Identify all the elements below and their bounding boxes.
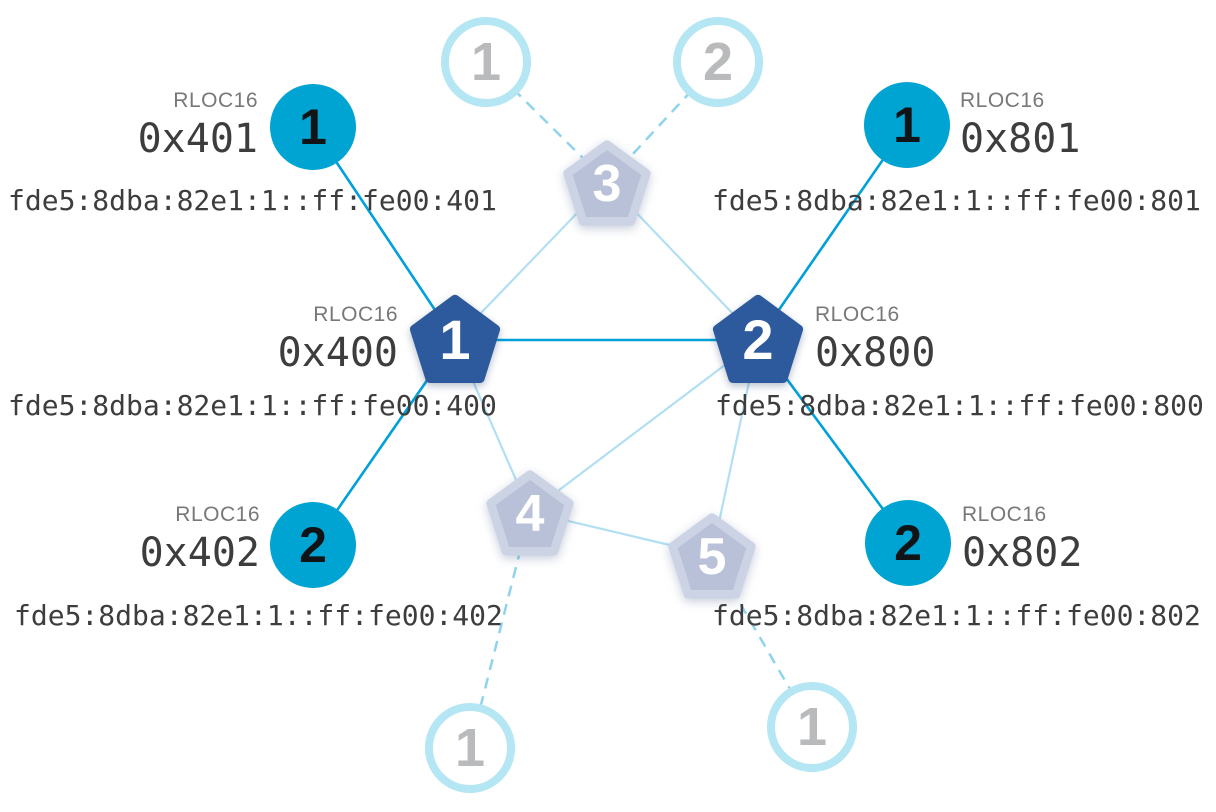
link-router-5-child-b2: [710, 554, 814, 728]
node-number: 5: [697, 528, 727, 586]
node-number: 2: [702, 32, 734, 92]
child-node-801[interactable]: 1: [864, 82, 950, 168]
child-401-rloc-label: RLOC16 0x401: [58, 88, 258, 164]
child-801-rloc-label: RLOC16 0x801: [960, 88, 1200, 164]
node-number: 1: [299, 99, 327, 155]
node-number: 1: [439, 308, 471, 371]
rloc16-value: 0x402: [139, 530, 260, 576]
child-node-detached-top-right[interactable]: 2: [673, 17, 763, 107]
node-number: 1: [796, 697, 828, 757]
child-802-ipv6: fde5:8dba:82e1:1::ff:fe00:802: [712, 599, 1201, 632]
pentagon-shape: [409, 294, 501, 384]
rloc16-caption: RLOC16: [313, 303, 398, 326]
router-node-4[interactable]: 4: [482, 466, 578, 558]
child-node-detached-top-left[interactable]: 1: [441, 17, 531, 107]
rloc16-caption: RLOC16: [960, 89, 1045, 112]
pentagon-shape: [712, 294, 804, 384]
rloc16-caption: RLOC16: [173, 89, 258, 112]
router-1-rloc-label: RLOC16 0x400: [198, 302, 398, 378]
node-number: 2: [742, 308, 774, 371]
rloc16-caption: RLOC16: [815, 303, 900, 326]
router-1-ipv6: fde5:8dba:82e1:1::ff:fe00:400: [8, 389, 497, 422]
node-number: 1: [893, 97, 921, 153]
child-node-401[interactable]: 1: [270, 84, 356, 170]
child-401-ipv6: fde5:8dba:82e1:1::ff:fe00:401: [8, 184, 497, 217]
rloc16-caption: RLOC16: [962, 503, 1047, 526]
link-router-2-router-4: [529, 339, 759, 513]
rloc16-value: 0x401: [137, 116, 258, 162]
node-number: 2: [299, 517, 327, 573]
child-node-detached-bottom-left[interactable]: 1: [425, 703, 515, 793]
rloc16-value: 0x400: [277, 330, 398, 376]
router-node-3[interactable]: 3: [559, 136, 655, 228]
pentagon-shape: [486, 470, 574, 556]
pentagon-shape: [563, 140, 651, 226]
node-number: 3: [592, 155, 622, 213]
node-number: 2: [894, 515, 922, 571]
router-node-2[interactable]: 2: [710, 292, 806, 384]
router-node-5[interactable]: 5: [664, 509, 760, 601]
rloc16-value: 0x800: [815, 330, 936, 376]
child-402-rloc-label: RLOC16 0x402: [60, 502, 260, 578]
node-number: 4: [515, 485, 545, 543]
child-node-802[interactable]: 2: [865, 500, 951, 586]
rloc16-value: 0x802: [962, 530, 1083, 576]
child-801-ipv6: fde5:8dba:82e1:1::ff:fe00:801: [712, 184, 1201, 217]
rloc16-value: 0x801: [960, 116, 1081, 162]
router-2-ipv6: fde5:8dba:82e1:1::ff:fe00:800: [715, 389, 1204, 422]
rloc16-caption: RLOC16: [175, 503, 260, 526]
router-node-1[interactable]: 1: [407, 292, 503, 384]
node-number: 1: [454, 718, 486, 778]
link-router-2-child-801: [756, 124, 909, 341]
child-802-rloc-label: RLOC16 0x802: [962, 502, 1202, 578]
router-2-rloc-label: RLOC16 0x800: [815, 302, 1055, 378]
node-number: 1: [470, 32, 502, 92]
child-node-detached-bottom-right[interactable]: 1: [767, 682, 857, 772]
pentagon-shape: [668, 513, 756, 599]
child-402-ipv6: fde5:8dba:82e1:1::ff:fe00:402: [14, 599, 503, 632]
child-node-402[interactable]: 2: [270, 502, 356, 588]
